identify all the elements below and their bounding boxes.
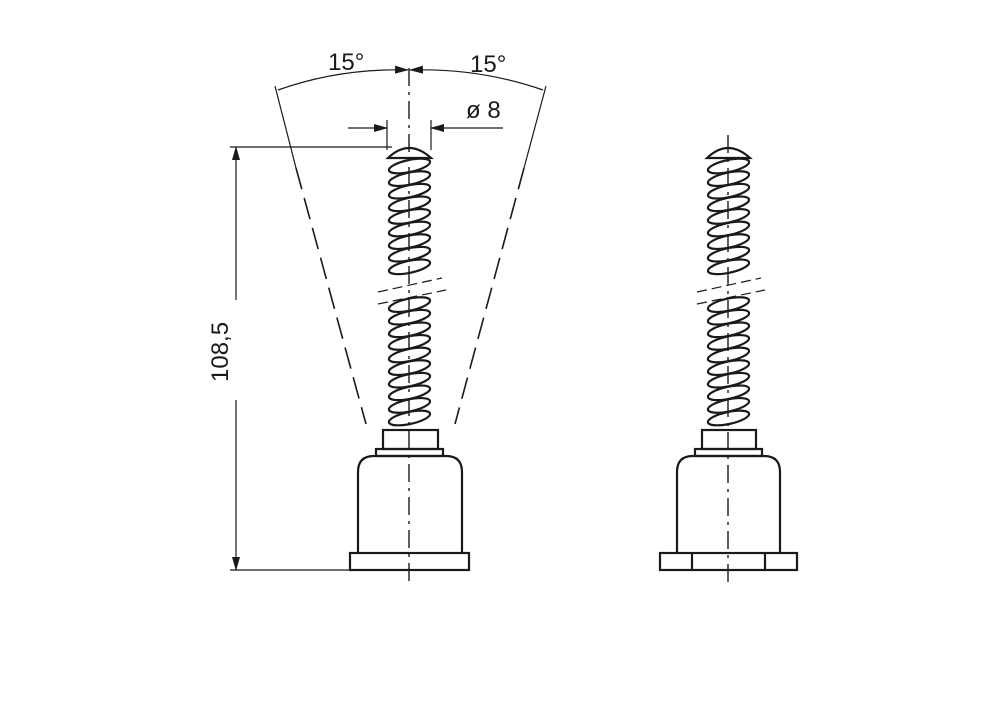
spring-coil-right (706, 157, 751, 427)
housing-right (675, 454, 782, 553)
diameter-label: ø 8 (466, 97, 501, 124)
coil-turn (706, 409, 751, 427)
angle-left-label: 15° (328, 49, 364, 76)
housing-left (356, 454, 464, 553)
coil-turn (387, 409, 432, 427)
angle-dimension: 15° 15° (274, 49, 547, 425)
break-mark-left (377, 277, 447, 305)
left-view-spring-mount (348, 68, 471, 584)
spring-cap-left (385, 146, 434, 160)
angle-right-label: 15° (470, 51, 506, 78)
flange-right (658, 551, 799, 572)
right-view-spring-mount (658, 135, 799, 584)
break-mark-right (696, 277, 766, 305)
diameter-dimension: ø 8 (348, 97, 503, 150)
coil-turn (706, 258, 751, 276)
nut-left (381, 428, 440, 451)
nut-right (700, 428, 758, 451)
flange-left (348, 551, 471, 572)
spring-cap-right (704, 146, 753, 160)
coil-turn (387, 258, 432, 276)
spring-coil-left (387, 157, 432, 427)
height-label: 108,5 (207, 322, 234, 382)
height-dimension: 108,5 (207, 146, 392, 571)
